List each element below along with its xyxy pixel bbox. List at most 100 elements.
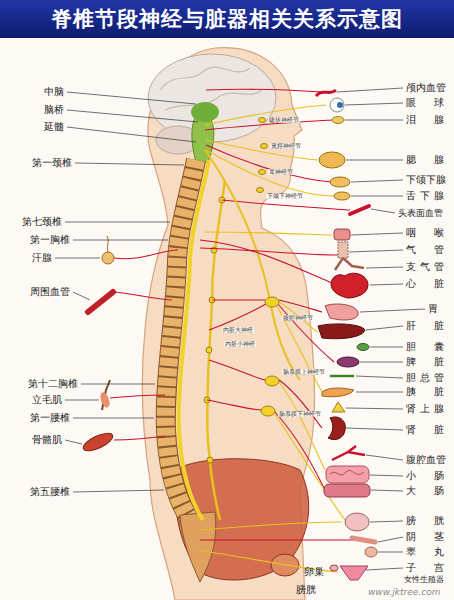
nerve	[200, 240, 332, 283]
anatomy-label: 周围血管	[30, 286, 70, 298]
eyeball	[330, 98, 344, 112]
arrector-muscle	[99, 391, 112, 409]
leader-line	[67, 92, 196, 104]
ganglion	[261, 144, 268, 149]
leader-line	[356, 392, 403, 393]
organ-label: 女性生殖器	[404, 575, 444, 584]
anatomy-label: 延髓	[44, 121, 64, 133]
trachea	[338, 242, 348, 258]
nerve	[207, 400, 262, 410]
anatomy-label: 第十二胸椎	[28, 378, 78, 390]
leader-line	[366, 568, 403, 570]
leader-line	[345, 103, 403, 105]
mesenteric-ganglion	[261, 406, 275, 416]
stomach	[325, 304, 358, 320]
celiac-ganglion	[265, 297, 279, 307]
ganglion-label: 内脏大神经	[222, 327, 254, 333]
nerve	[206, 145, 332, 182]
organ-label: 肝脏	[406, 320, 444, 332]
leader-line	[345, 120, 403, 121]
anatomy-label: 第一胸椎	[30, 234, 70, 246]
anatomy-label: 中脑	[44, 86, 64, 98]
anatomy-label: 第五腰椎	[30, 486, 70, 498]
ganglion-label: 耳神经节	[268, 169, 294, 175]
sublingual-gland	[334, 192, 350, 200]
peripheral-vessel	[88, 292, 113, 312]
heart	[331, 273, 368, 298]
body-outline	[142, 48, 314, 600]
organ-label: 腮腺	[406, 154, 444, 166]
leader-line	[73, 240, 168, 241]
midbrain	[191, 102, 219, 122]
leader-line	[73, 418, 154, 419]
nerve	[115, 292, 172, 300]
ganglion-label: 内脏小神经	[224, 341, 256, 347]
anatomy-label: 骨骼肌	[32, 434, 62, 446]
nerve	[275, 412, 325, 490]
bile-duct	[330, 375, 354, 378]
title-text: 脊椎节段神经与脏器相关关系示意图	[0, 0, 454, 38]
leader-line	[366, 326, 403, 330]
leader-line	[371, 490, 403, 491]
organ-label: 胃	[428, 303, 438, 315]
anatomy-label: 汗腺	[32, 252, 52, 264]
leader-line	[73, 490, 164, 492]
organ-label: 胆囊	[406, 341, 444, 353]
submandibular-gland	[330, 177, 350, 187]
organ-label: 心脏	[406, 278, 444, 290]
leader-line	[351, 233, 403, 235]
leader-line	[351, 196, 403, 197]
leader-line	[366, 267, 403, 268]
organ-label: 头表面血管	[398, 208, 443, 218]
liver	[318, 324, 365, 339]
ganglion-label: 下颌下神经节	[266, 193, 304, 199]
leader-line	[370, 347, 403, 348]
leader-line	[337, 88, 403, 92]
leader-line	[81, 384, 155, 385]
leader-line	[371, 209, 395, 213]
anatomy-label: 第一腰椎	[30, 412, 70, 424]
bladder	[345, 513, 369, 531]
leader-line	[366, 455, 403, 460]
pancreas	[322, 388, 354, 397]
nerve	[200, 248, 338, 255]
organ-label: 睾丸	[406, 546, 444, 558]
leader-line	[370, 284, 403, 285]
organ-label: 胆总管	[406, 372, 444, 384]
ganglion-label: 腹腔神经节	[282, 315, 314, 321]
sacrum	[180, 512, 216, 582]
ganglion-label: 肠系膜上神经节	[282, 369, 326, 375]
leader-line	[370, 475, 403, 476]
ganglion-label: 肠系膜下神经节	[278, 411, 322, 417]
sweat-gland	[102, 252, 114, 264]
intestine-coils	[330, 470, 364, 474]
ganglion	[257, 188, 264, 193]
organ-label: 子宫	[406, 562, 444, 574]
organ-label: 眼球	[406, 97, 444, 109]
organ-label: 咽喉	[406, 227, 444, 239]
anatomy-label: 立毛肌	[32, 394, 62, 406]
leader-line	[65, 440, 82, 444]
leader-line	[75, 163, 184, 165]
ganglion-label: 睫状神经节	[268, 117, 300, 123]
title-banner: 脊椎节段神经与脏器相关关系示意图	[0, 0, 454, 38]
organ-label: 大肠	[406, 485, 444, 497]
cranial-vessel	[316, 90, 336, 96]
ganglion	[259, 118, 266, 123]
leader-line	[356, 376, 403, 378]
head-vessel	[350, 206, 369, 214]
leader-line	[346, 160, 403, 161]
parotid-gland	[319, 152, 345, 168]
anatomy-label: 脑桥	[44, 104, 64, 116]
leader-line	[370, 521, 403, 522]
nerve	[114, 250, 178, 259]
adrenal-gland	[332, 402, 345, 412]
nerve	[200, 539, 355, 540]
ovary	[330, 565, 338, 571]
leader-line	[73, 292, 90, 300]
bronchi	[335, 258, 364, 270]
small-intestine	[326, 466, 369, 483]
nerve	[222, 200, 350, 210]
